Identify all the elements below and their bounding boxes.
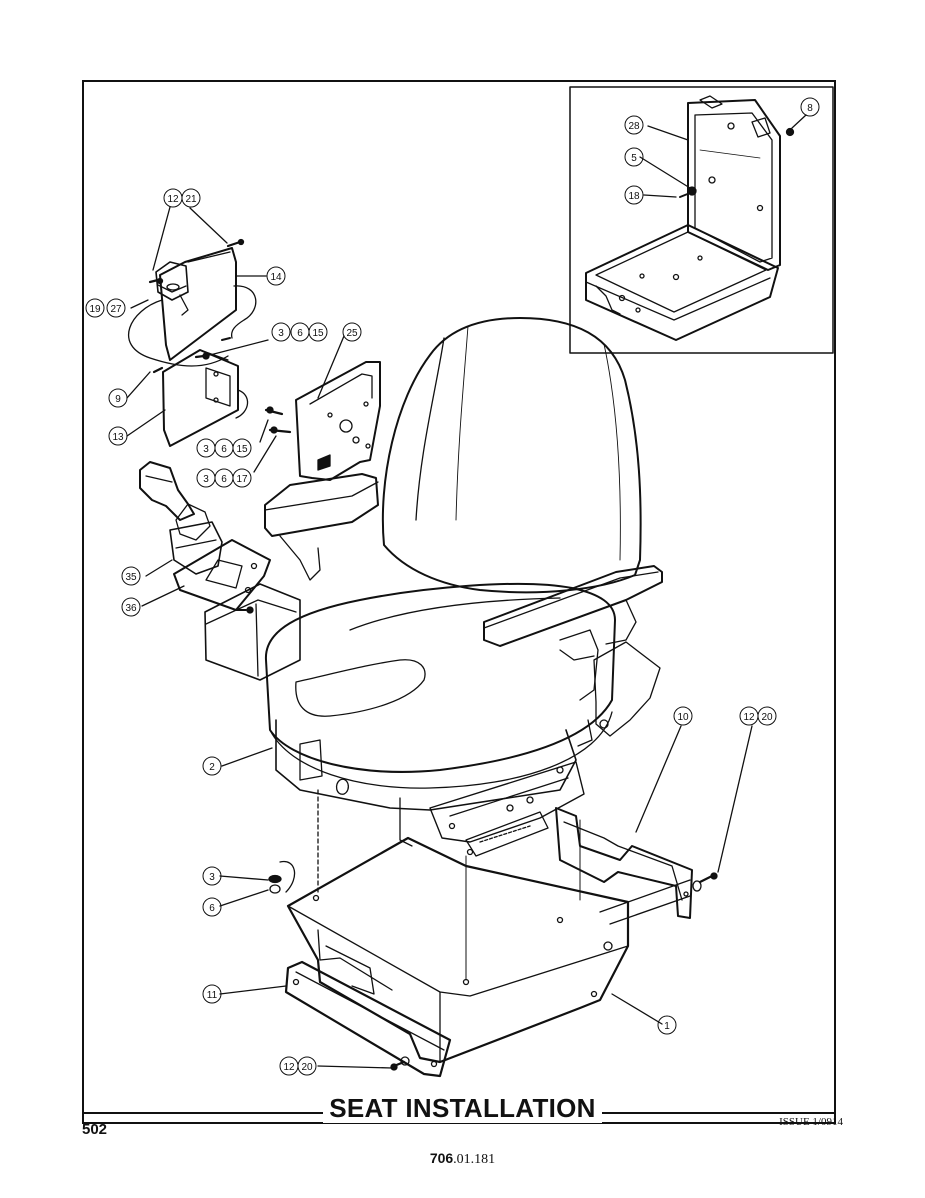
- callout: 17: [236, 474, 248, 485]
- bracket-25: [253, 335, 381, 481]
- callout: 3: [203, 444, 209, 455]
- doc-number-rest: .01.181: [453, 1152, 496, 1167]
- callout: 35: [125, 572, 137, 583]
- callout: 3: [203, 474, 209, 485]
- hardware: [268, 860, 718, 1071]
- callout: 27: [110, 304, 122, 315]
- callout: 11: [207, 990, 218, 1001]
- callout: 13: [112, 432, 124, 443]
- callout-labels: 12 21 14 19 27 3 6 15 25 9 13 3 6 15 3 6…: [89, 103, 813, 1073]
- callout: 18: [628, 191, 640, 202]
- title-rule-left: [82, 1112, 332, 1114]
- callout: 15: [236, 444, 248, 455]
- page-number: 502: [82, 1121, 108, 1138]
- bracket-10: [555, 807, 693, 919]
- seat: [264, 317, 663, 857]
- page-title-wrap: SEAT INSTALLATION: [0, 1093, 925, 1124]
- callout: 6: [221, 444, 227, 455]
- callout: 2: [209, 762, 215, 773]
- issue-label: ISSUE 1/0914: [779, 1116, 843, 1128]
- callout: 14: [270, 272, 282, 283]
- title-rule-right: [596, 1112, 836, 1114]
- callout: 28: [628, 121, 640, 132]
- callout: 36: [125, 603, 137, 614]
- callout: 9: [115, 394, 121, 405]
- plate-11: [284, 960, 452, 1078]
- seat-riser: [286, 789, 691, 1064]
- callout: 6: [209, 903, 215, 914]
- callout: 10: [677, 712, 689, 723]
- callout: 12: [167, 194, 179, 205]
- callout: 20: [761, 712, 773, 723]
- callouts: [85, 97, 820, 1076]
- left-armrest: [204, 473, 379, 681]
- inset-box: [569, 86, 834, 354]
- callout: 21: [185, 194, 197, 205]
- callout: 3: [209, 872, 215, 883]
- callout: 3: [278, 328, 284, 339]
- document-number: 706.01.181: [0, 1150, 925, 1168]
- drawing-frame: [82, 80, 836, 1124]
- callout: 6: [297, 328, 303, 339]
- page-title: SEAT INSTALLATION: [323, 1093, 602, 1123]
- leader-lines: [219, 725, 753, 1069]
- callout: 25: [346, 328, 358, 339]
- callout: 1: [664, 1021, 670, 1032]
- callout: 8: [807, 103, 813, 114]
- callout: 19: [89, 304, 101, 315]
- callout: 15: [312, 328, 324, 339]
- doc-number-bold: 706: [429, 1150, 454, 1166]
- joystick-assembly: [139, 461, 271, 614]
- left-console-plates: [126, 206, 269, 447]
- callout: 12: [283, 1062, 295, 1073]
- callout: 20: [301, 1062, 313, 1073]
- callout: 5: [631, 153, 637, 164]
- callout: 12: [743, 712, 755, 723]
- callout: 6: [221, 474, 227, 485]
